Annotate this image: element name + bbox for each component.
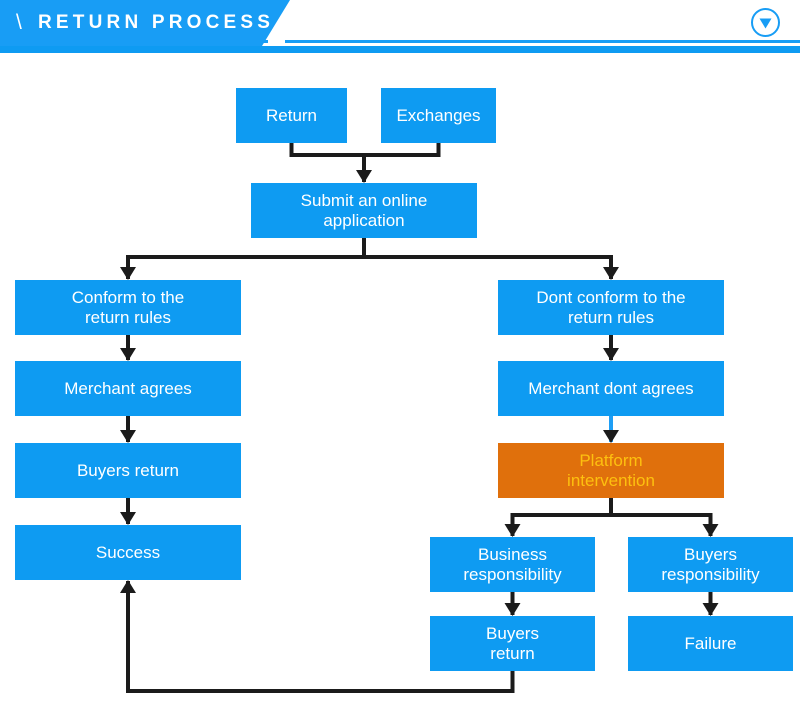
header-rule-thin	[285, 40, 800, 43]
flow-node-return[interactable]: Return	[236, 88, 347, 143]
flow-node-label: Dont conform to the return rules	[536, 287, 686, 327]
flow-node-label: Failure	[684, 633, 737, 653]
flow-node-success[interactable]: Success	[15, 525, 241, 580]
arrowhead-failure-icon	[702, 603, 719, 616]
flow-node-failure[interactable]: Failure	[628, 616, 793, 671]
header-slash-mark: \	[16, 11, 22, 34]
flow-node-exchanges[interactable]: Exchanges	[381, 88, 496, 143]
flow-node-business-resp[interactable]: Business responsibility	[430, 537, 595, 592]
flow-node-label: Exchanges	[396, 105, 481, 125]
flow-node-platform[interactable]: Platform intervention	[498, 443, 724, 498]
flow-node-dont-conform[interactable]: Dont conform to the return rules	[498, 280, 724, 335]
flow-node-submit[interactable]: Submit an online application	[251, 183, 477, 238]
flow-node-label: Conform to the return rules	[71, 287, 185, 327]
arrowhead-platform-icon	[603, 430, 619, 443]
arrowhead-to-dont-conform-icon	[603, 267, 619, 280]
arrowhead-success-icon	[120, 512, 136, 525]
flow-node-label: Submit an online application	[300, 190, 428, 230]
flow-node-label: Merchant dont agrees	[528, 378, 694, 398]
arrowhead-merchant-dont-icon	[603, 348, 619, 361]
flow-node-label: Success	[95, 542, 161, 562]
arrowhead-to-submit-icon	[356, 170, 372, 183]
arrowhead-to-conform-icon	[120, 267, 136, 280]
arrowhead-buyers-return-left-icon	[120, 430, 136, 443]
arrowhead-to-buyers-resp-icon	[702, 524, 719, 537]
flow-node-buyers-resp[interactable]: Buyers responsibility	[628, 537, 793, 592]
header-rule-thick	[0, 46, 800, 53]
flow-node-label: Return	[265, 105, 318, 125]
header-banner-shape	[0, 0, 290, 46]
arrowhead-merchant-agrees-icon	[120, 348, 136, 361]
flow-node-buyers-return-left[interactable]: Buyers return	[15, 443, 241, 498]
flow-node-label: Business responsibility	[463, 544, 562, 584]
flow-node-merchant-agrees[interactable]: Merchant agrees	[15, 361, 241, 416]
flow-node-label: Merchant agrees	[64, 378, 192, 398]
flow-node-label: Platform intervention	[567, 450, 655, 490]
header-rule-left	[0, 40, 268, 43]
arrowhead-to-success-icon	[120, 580, 136, 593]
arrowhead-buyers-return-bot-icon	[504, 603, 521, 616]
flow-node-label: Buyers return	[486, 623, 539, 663]
page-title: RETURN PROCESS	[38, 12, 275, 33]
page-header: \ RETURN PROCESS	[0, 0, 800, 56]
chevron-down-circle-icon[interactable]	[750, 7, 781, 38]
flow-node-conform[interactable]: Conform to the return rules	[15, 280, 241, 335]
flow-node-buyers-return-bot[interactable]: Buyers return	[430, 616, 595, 671]
flow-node-label: Buyers responsibility	[661, 544, 760, 584]
flow-node-label: Buyers return	[76, 460, 180, 480]
flow-node-merchant-dont[interactable]: Merchant dont agrees	[498, 361, 724, 416]
arrowhead-to-business-resp-icon	[504, 524, 521, 537]
